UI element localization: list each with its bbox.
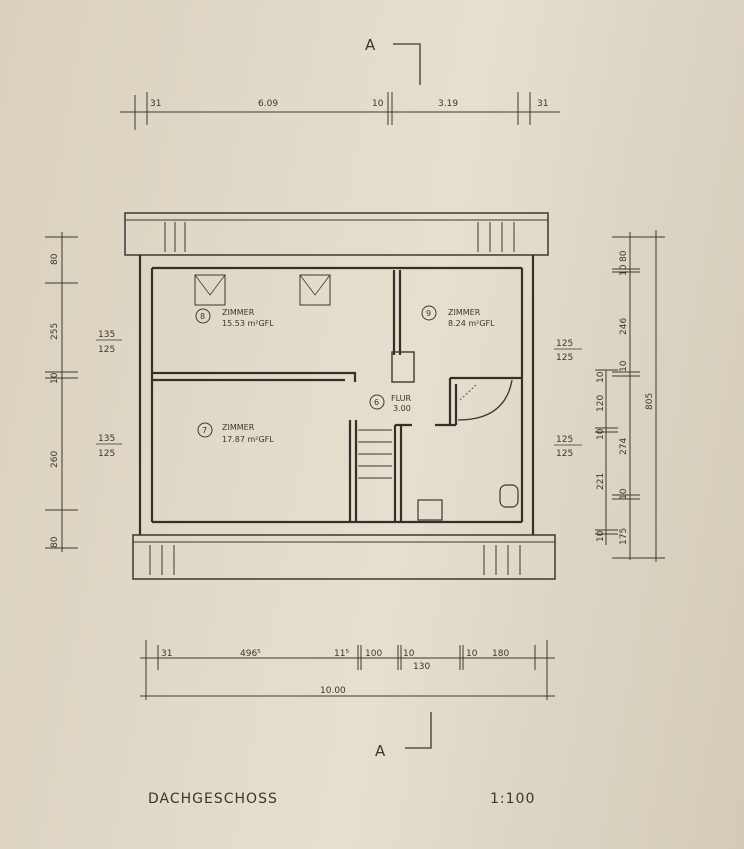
dimension-label: 8.24 m²GFL [448,319,495,328]
roof-eave-top [124,212,549,256]
dimension-label: 120 [596,395,606,412]
dimension-label: 100 [365,649,382,659]
dimension-label: 221 [596,473,606,490]
section-marker-bottom: A [375,712,432,760]
dimension-label: 80 [50,253,60,265]
roof-eave-bottom [132,534,556,580]
dimension-label: 125 [98,345,115,355]
dimension-label: ZIMMER [222,308,255,317]
dimension-label: ZIMMER [222,423,255,432]
dimension-label: 10 [403,649,415,659]
bottom-dimension-chain: 31 496⁵ 11⁵ 100 10 130 10 180 10.00 [140,640,555,700]
interior-walls [152,270,522,522]
dimension-label: 10 [619,488,629,500]
dimension-label: 125 [98,449,115,459]
dimension-label: 17.87 m²GFL [222,435,274,444]
dimension-label: 805 [645,393,655,410]
dimension-label: 6.09 [258,99,278,109]
dimension-label: 274 [619,438,629,455]
room-9-label: 9 ZIMMER 8.24 m²GFL [421,305,495,328]
right-dimension-chain: 10 120 10 221 10 80 10 246 10 274 10 175… [595,230,665,562]
dimension-label: 31 [537,99,548,109]
dimension-label: 125 [556,353,573,363]
dimension-label: 9 [426,309,431,318]
dimension-label: 496⁵ [240,649,261,659]
section-label: A [365,36,376,54]
dimension-label: 255 [50,323,60,340]
dimension-label: 10 [50,372,60,384]
dimension-label: 180 [492,649,509,659]
room-7-label: 7 ZIMMER 17.87 m²GFL [197,422,274,444]
dimension-label: 7 [202,426,207,435]
dimension-label: 125 [556,449,573,459]
dimension-label: 15.53 m²GFL [222,319,274,328]
exterior-walls [138,255,535,535]
dimension-label: 10.00 [320,686,346,696]
dimension-label: 246 [619,318,629,335]
dimension-label: FLUR [391,394,412,403]
plan-scale: 1:100 [490,791,535,807]
dimension-label: 10 [372,99,384,109]
dimension-label: ZIMMER [448,308,481,317]
dimension-label: 10 [466,649,478,659]
dimension-label: 260 [50,451,60,468]
plan-title: DACHGESCHOSS [148,791,278,807]
dimension-label: 8 [200,312,205,321]
dimension-label: 11⁵ [334,649,349,659]
left-dimension-chain: 80 255 10 260 80 135 125 135 125 [45,232,122,552]
room-8-label: 8 ZIMMER 15.53 m²GFL [195,308,274,328]
top-dimension-chain: 31 6.09 10 3.19 31 [120,92,560,130]
dimension-label: 80 [619,250,629,262]
dimension-label: 10 [619,264,629,276]
dimension-label: 175 [619,528,629,545]
dimension-label: 135 [98,330,115,340]
dimension-label: 6 [374,398,379,407]
dimension-label: 31 [161,649,172,659]
dimension-label: 10 [596,428,606,440]
dimension-label: 130 [413,662,430,672]
section-marker-top: A [365,36,421,85]
dimension-label: 10 [619,360,629,372]
section-label: A [375,742,386,760]
dimension-label: 10 [596,530,606,542]
dimension-label: 125 [556,339,573,349]
room-6-label: 6 FLUR 3.00 [369,394,412,413]
dimension-label: 3.19 [438,99,458,109]
dimension-label: 80 [50,536,60,548]
dimension-label: 135 [98,434,115,444]
dimension-label: 125 [556,435,573,445]
dimension-label: 31 [150,99,161,109]
dimension-label: 3.00 [393,404,411,413]
right-window-dimensions: 125 125 125 125 [554,339,582,459]
dimension-label: 10 [596,371,606,383]
